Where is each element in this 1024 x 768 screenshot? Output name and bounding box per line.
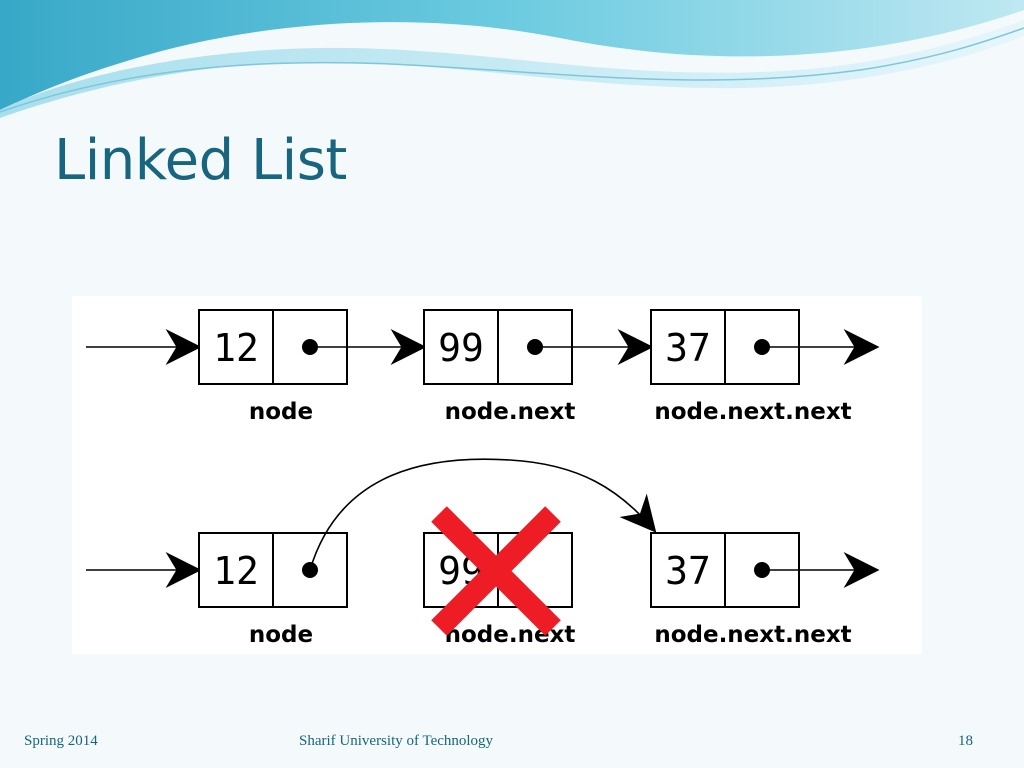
before-list: 12 node 99 node.next 37 node.next.next	[86, 309, 880, 425]
node-label: node.next.next	[654, 622, 851, 648]
slide-title: Linked List	[54, 128, 347, 193]
pointer-dot	[302, 562, 318, 578]
node-value: 12	[213, 549, 259, 593]
node-value-cell	[650, 309, 726, 385]
header-wave-light	[0, 20, 1024, 118]
node-value: 12	[213, 326, 259, 370]
removed-cross-icon	[431, 506, 561, 636]
node-label: node	[249, 399, 313, 425]
node-label: node.next	[445, 399, 576, 425]
header-wave-line	[0, 27, 1024, 113]
bypass-pointer-arrow	[309, 458, 657, 571]
footer-organization: Sharif University of Technology	[299, 733, 494, 749]
node-value-cell	[423, 309, 499, 385]
slide-number: 18	[958, 733, 973, 749]
node-value: 99	[438, 326, 484, 370]
node-value: 37	[665, 326, 711, 370]
node-label: node.next.next	[654, 399, 851, 425]
after-node-1: 12 node	[198, 532, 348, 648]
footer-date: Spring 2014	[24, 733, 98, 749]
before-node-1: 12 node	[198, 309, 348, 425]
node-value-cell	[650, 532, 726, 608]
after-list: 12 node 99 node.next 37 node.next.next	[86, 458, 880, 648]
after-node-3: 37 node.next.next	[650, 532, 852, 648]
node-value-cell	[198, 309, 274, 385]
header-wave-dark	[0, 0, 1024, 110]
node-value: 37	[665, 549, 711, 593]
node-label: node	[249, 622, 313, 648]
node-label: node.next	[445, 622, 576, 648]
before-node-2: 99 node.next	[423, 309, 576, 425]
node-value-cell	[198, 532, 274, 608]
